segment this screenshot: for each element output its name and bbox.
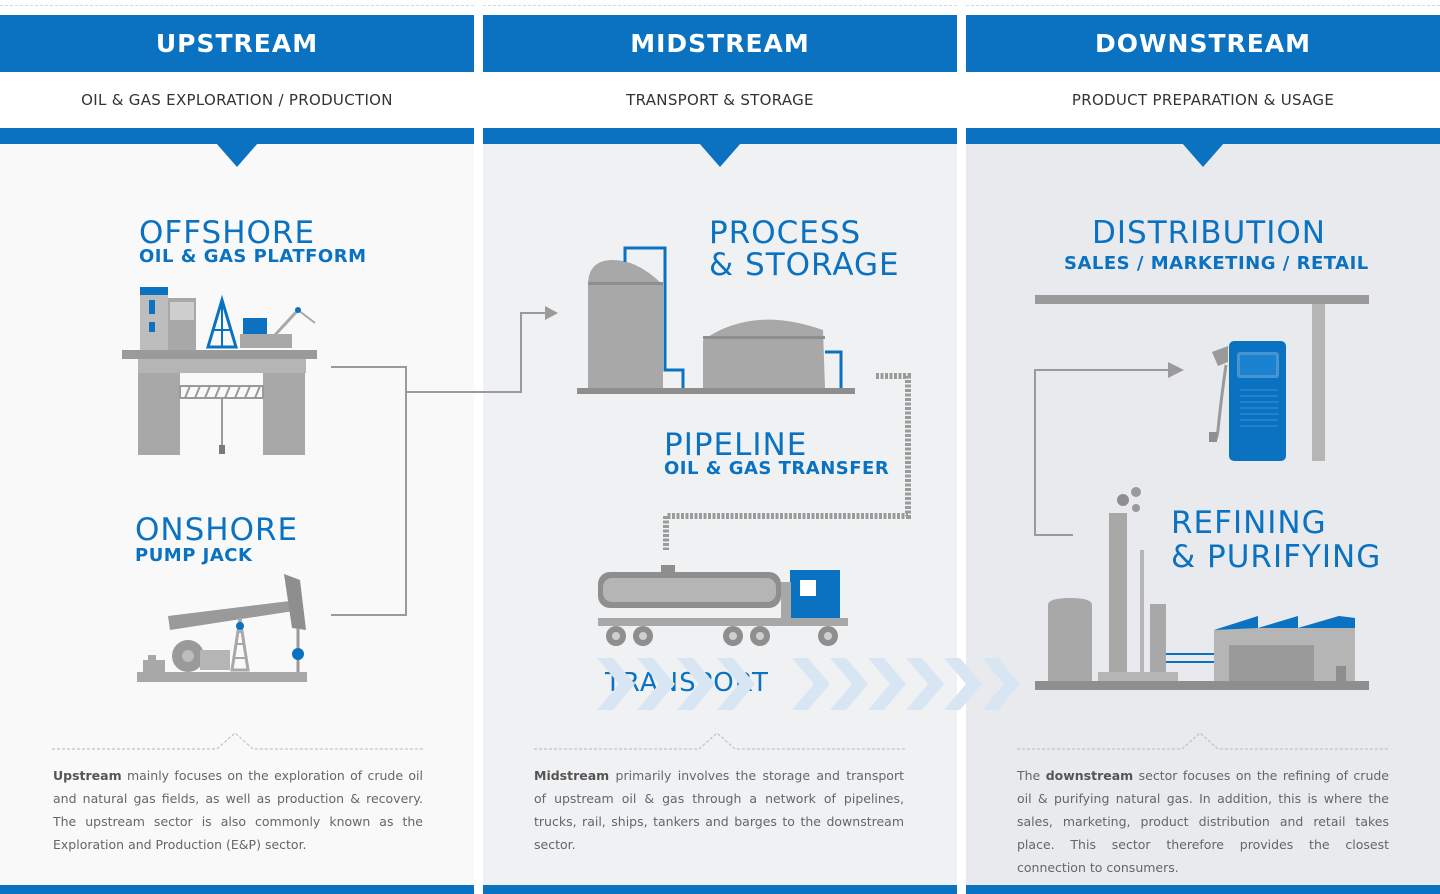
midstream-header: MIDSTREAM — [483, 15, 957, 72]
tanker-truck-icon — [598, 565, 848, 646]
downstream-desc-bold: downstream — [1045, 768, 1134, 783]
midstream-desc-text: primarily involves the storage and trans… — [534, 768, 904, 852]
onshore-subtitle: PUMP JACK — [135, 545, 253, 566]
upstream-header: UPSTREAM — [0, 15, 474, 72]
fuel-pump-icon — [1035, 295, 1369, 461]
section-divider — [52, 732, 424, 750]
midstream-column: MIDSTREAM TRANSPORT & STORAGE PROCESS & … — [483, 0, 957, 894]
upstream-desc-text: mainly focuses on the exploration of cru… — [53, 768, 423, 852]
bottom-bar — [483, 885, 957, 894]
downstream-description: The downstream sector focuses on the ref… — [1017, 764, 1389, 879]
header-notch — [699, 143, 741, 167]
upstream-desc-bold: Upstream — [53, 768, 122, 783]
downstream-column: DOWNSTREAM PRODUCT PREPARATION & USAGE D… — [966, 0, 1440, 894]
downstream-header: DOWNSTREAM — [966, 15, 1440, 72]
offshore-title: OFFSHORE — [139, 215, 316, 251]
purifying-title: & PURIFYING — [1171, 539, 1382, 575]
header-band — [483, 128, 957, 144]
header-notch — [1182, 143, 1224, 167]
upstream-column: UPSTREAM OIL & GAS EXPLORATION / PRODUCT… — [0, 0, 474, 894]
distribution-title: DISTRIBUTION — [1092, 215, 1326, 251]
storage-title: & STORAGE — [709, 247, 900, 283]
storage-tanks-icon — [577, 246, 855, 394]
refinery-icon — [1035, 487, 1369, 690]
upstream-description: Upstream mainly focuses on the explorati… — [53, 764, 423, 856]
process-title: PROCESS — [709, 215, 862, 251]
top-dashed-line — [483, 5, 957, 6]
midstream-subtitle: TRANSPORT & STORAGE — [483, 72, 957, 128]
pipeline-icon — [663, 373, 911, 550]
bottom-bar — [966, 885, 1440, 894]
onshore-title: ONSHORE — [135, 512, 299, 548]
refining-title: REFINING — [1171, 505, 1327, 541]
pump-jack-icon — [137, 574, 307, 682]
midstream-body — [483, 128, 957, 894]
oil-platform-icon — [122, 287, 317, 455]
top-dashed-line — [966, 5, 1440, 6]
midstream-desc-bold: Midstream — [534, 768, 610, 783]
pipeline-title: PIPELINE — [664, 427, 808, 463]
offshore-subtitle: OIL & GAS PLATFORM — [139, 246, 367, 267]
distribution-subtitle: SALES / MARKETING / RETAIL — [1064, 253, 1369, 274]
bottom-bar — [0, 885, 474, 894]
section-divider — [1017, 732, 1389, 750]
header-band — [966, 128, 1440, 144]
top-dashed-line — [0, 5, 474, 6]
midstream-description: Midstream primarily involves the storage… — [534, 764, 904, 856]
downstream-subtitle: PRODUCT PREPARATION & USAGE — [966, 72, 1440, 128]
header-notch — [216, 143, 258, 167]
transport-title: TRANSPORT — [605, 668, 769, 698]
upstream-subtitle: OIL & GAS EXPLORATION / PRODUCTION — [0, 72, 474, 128]
downstream-desc-text: sector focuses on the refining of crude … — [1017, 768, 1389, 875]
section-divider — [534, 732, 906, 750]
downstream-desc-prefix: The — [1017, 768, 1046, 783]
header-band — [0, 128, 474, 144]
pipeline-subtitle: OIL & GAS TRANSFER — [664, 458, 890, 479]
